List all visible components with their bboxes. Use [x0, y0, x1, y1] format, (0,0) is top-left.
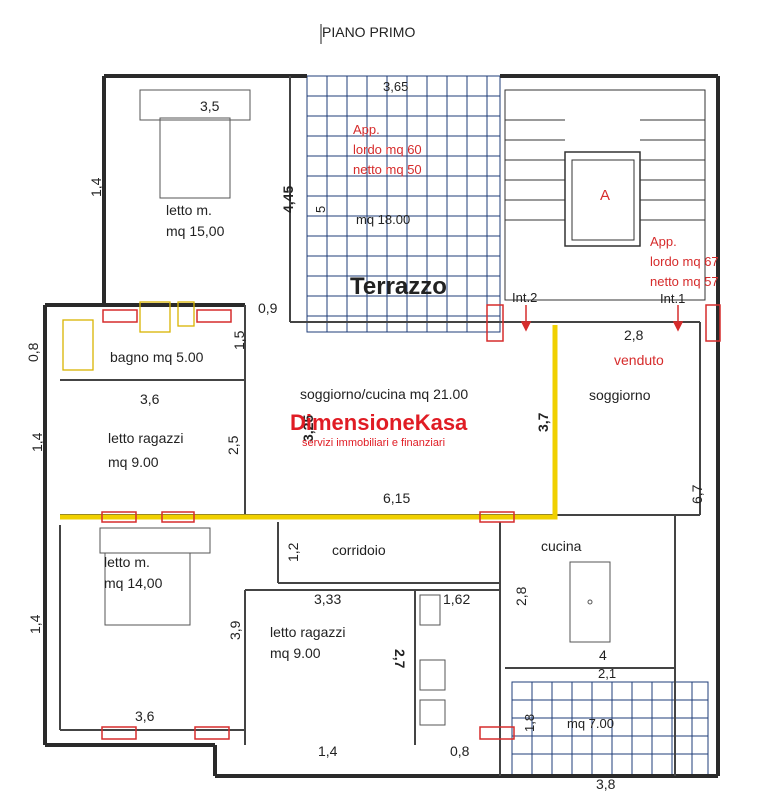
kids1-height: 2,5	[225, 435, 241, 455]
soggiorno-height: 6,7	[689, 484, 705, 504]
small-terrace-area: mq 7.00	[567, 716, 614, 731]
small-terrace-top-width: 2,1	[598, 666, 616, 681]
bath-name: bagno mq 5.00	[110, 349, 204, 365]
small-terrace-height: 1,8	[522, 714, 537, 732]
soggiorno-name: soggiorno	[589, 387, 651, 403]
kids2-name: letto ragazzi	[270, 624, 345, 640]
kids2-area: mq 9.00	[270, 645, 321, 661]
terrace-area: mq 18.00	[356, 212, 410, 227]
bedroom-bottom-height: 3,9	[227, 620, 243, 640]
plan-title: PIANO PRIMO	[322, 24, 415, 40]
walls	[43, 74, 720, 778]
terrace-height: 5	[313, 206, 328, 213]
dim-left-bottom: 1,4	[27, 614, 43, 634]
apartment-a-label: App.	[353, 122, 380, 137]
living-name: soggiorno/cucina mq 21.00	[300, 386, 468, 402]
dim-bottom-b: 0,8	[450, 743, 470, 759]
dim-left-bath: 0,8	[25, 342, 41, 362]
kids2-height: 2,7	[392, 649, 408, 669]
kids1-name: letto ragazzi	[108, 430, 183, 446]
dim-left-top: 1,4	[88, 177, 104, 197]
bathroom-fixtures	[62, 301, 195, 371]
bedroom-bottom-width: 3,6	[135, 708, 155, 724]
openings	[101, 304, 721, 740]
corridor-height: 1,2	[285, 542, 301, 562]
apartment-b-gross: lordo mq 67	[650, 254, 719, 269]
cucina-height: 2,8	[513, 586, 529, 606]
living-height-2: 3,7	[535, 412, 551, 432]
terrace-tiles	[306, 75, 501, 333]
kids1-area: mq 9.00	[108, 454, 159, 470]
bedroom-top-width: 3,5	[200, 98, 220, 114]
entry-arrows	[520, 305, 684, 332]
apartment-b-status: venduto	[614, 352, 664, 368]
dim-left-mid: 1,4	[29, 432, 45, 452]
bedroom-bottom-name: letto m.	[104, 554, 150, 570]
corridor-name: corridoio	[332, 542, 386, 558]
dim-top-gap: 0,9	[258, 300, 278, 316]
bath-height: 1,5	[231, 330, 247, 350]
small-terrace-bottom-width: 3,8	[596, 776, 616, 792]
furniture	[99, 89, 611, 726]
apartment-b-net: netto mq 57	[650, 274, 719, 289]
bedroom-top-name: letto m.	[166, 202, 212, 218]
apartment-a-net: netto mq 50	[353, 162, 422, 177]
terrace-name: Terrazzo	[350, 273, 447, 300]
soggiorno-width: 2,8	[624, 327, 644, 343]
apartment-b-label: App.	[650, 234, 677, 249]
bedroom-top-height: 4,45	[280, 186, 296, 213]
entrance-int1: Int.1	[660, 291, 685, 306]
kids2-width: 3,33	[314, 591, 341, 607]
unit-boundary	[60, 325, 558, 520]
dim-bottom-a: 1,4	[318, 743, 338, 759]
cucina-name: cucina	[541, 538, 582, 554]
stair-label: A	[600, 187, 610, 204]
living-width: 6,15	[383, 490, 410, 506]
entrance-int2: Int.2	[512, 290, 537, 305]
bedroom-top-area: mq 15,00	[166, 223, 225, 239]
watermark-tagline: servizi immobiliari e finanziari	[302, 437, 445, 449]
closet-width: 1,62	[443, 591, 470, 607]
kids1-width: 3,6	[140, 391, 160, 407]
stairwell	[504, 89, 706, 301]
apartment-a-gross: lordo mq 60	[353, 142, 422, 157]
cucina-width: 4	[599, 647, 607, 663]
terrace-width: 3,65	[383, 79, 408, 94]
living-height-1: 3,25	[300, 415, 316, 442]
watermark-brand: DimensioneKasa	[290, 410, 468, 435]
bedroom-bottom-area: mq 14,00	[104, 575, 163, 591]
